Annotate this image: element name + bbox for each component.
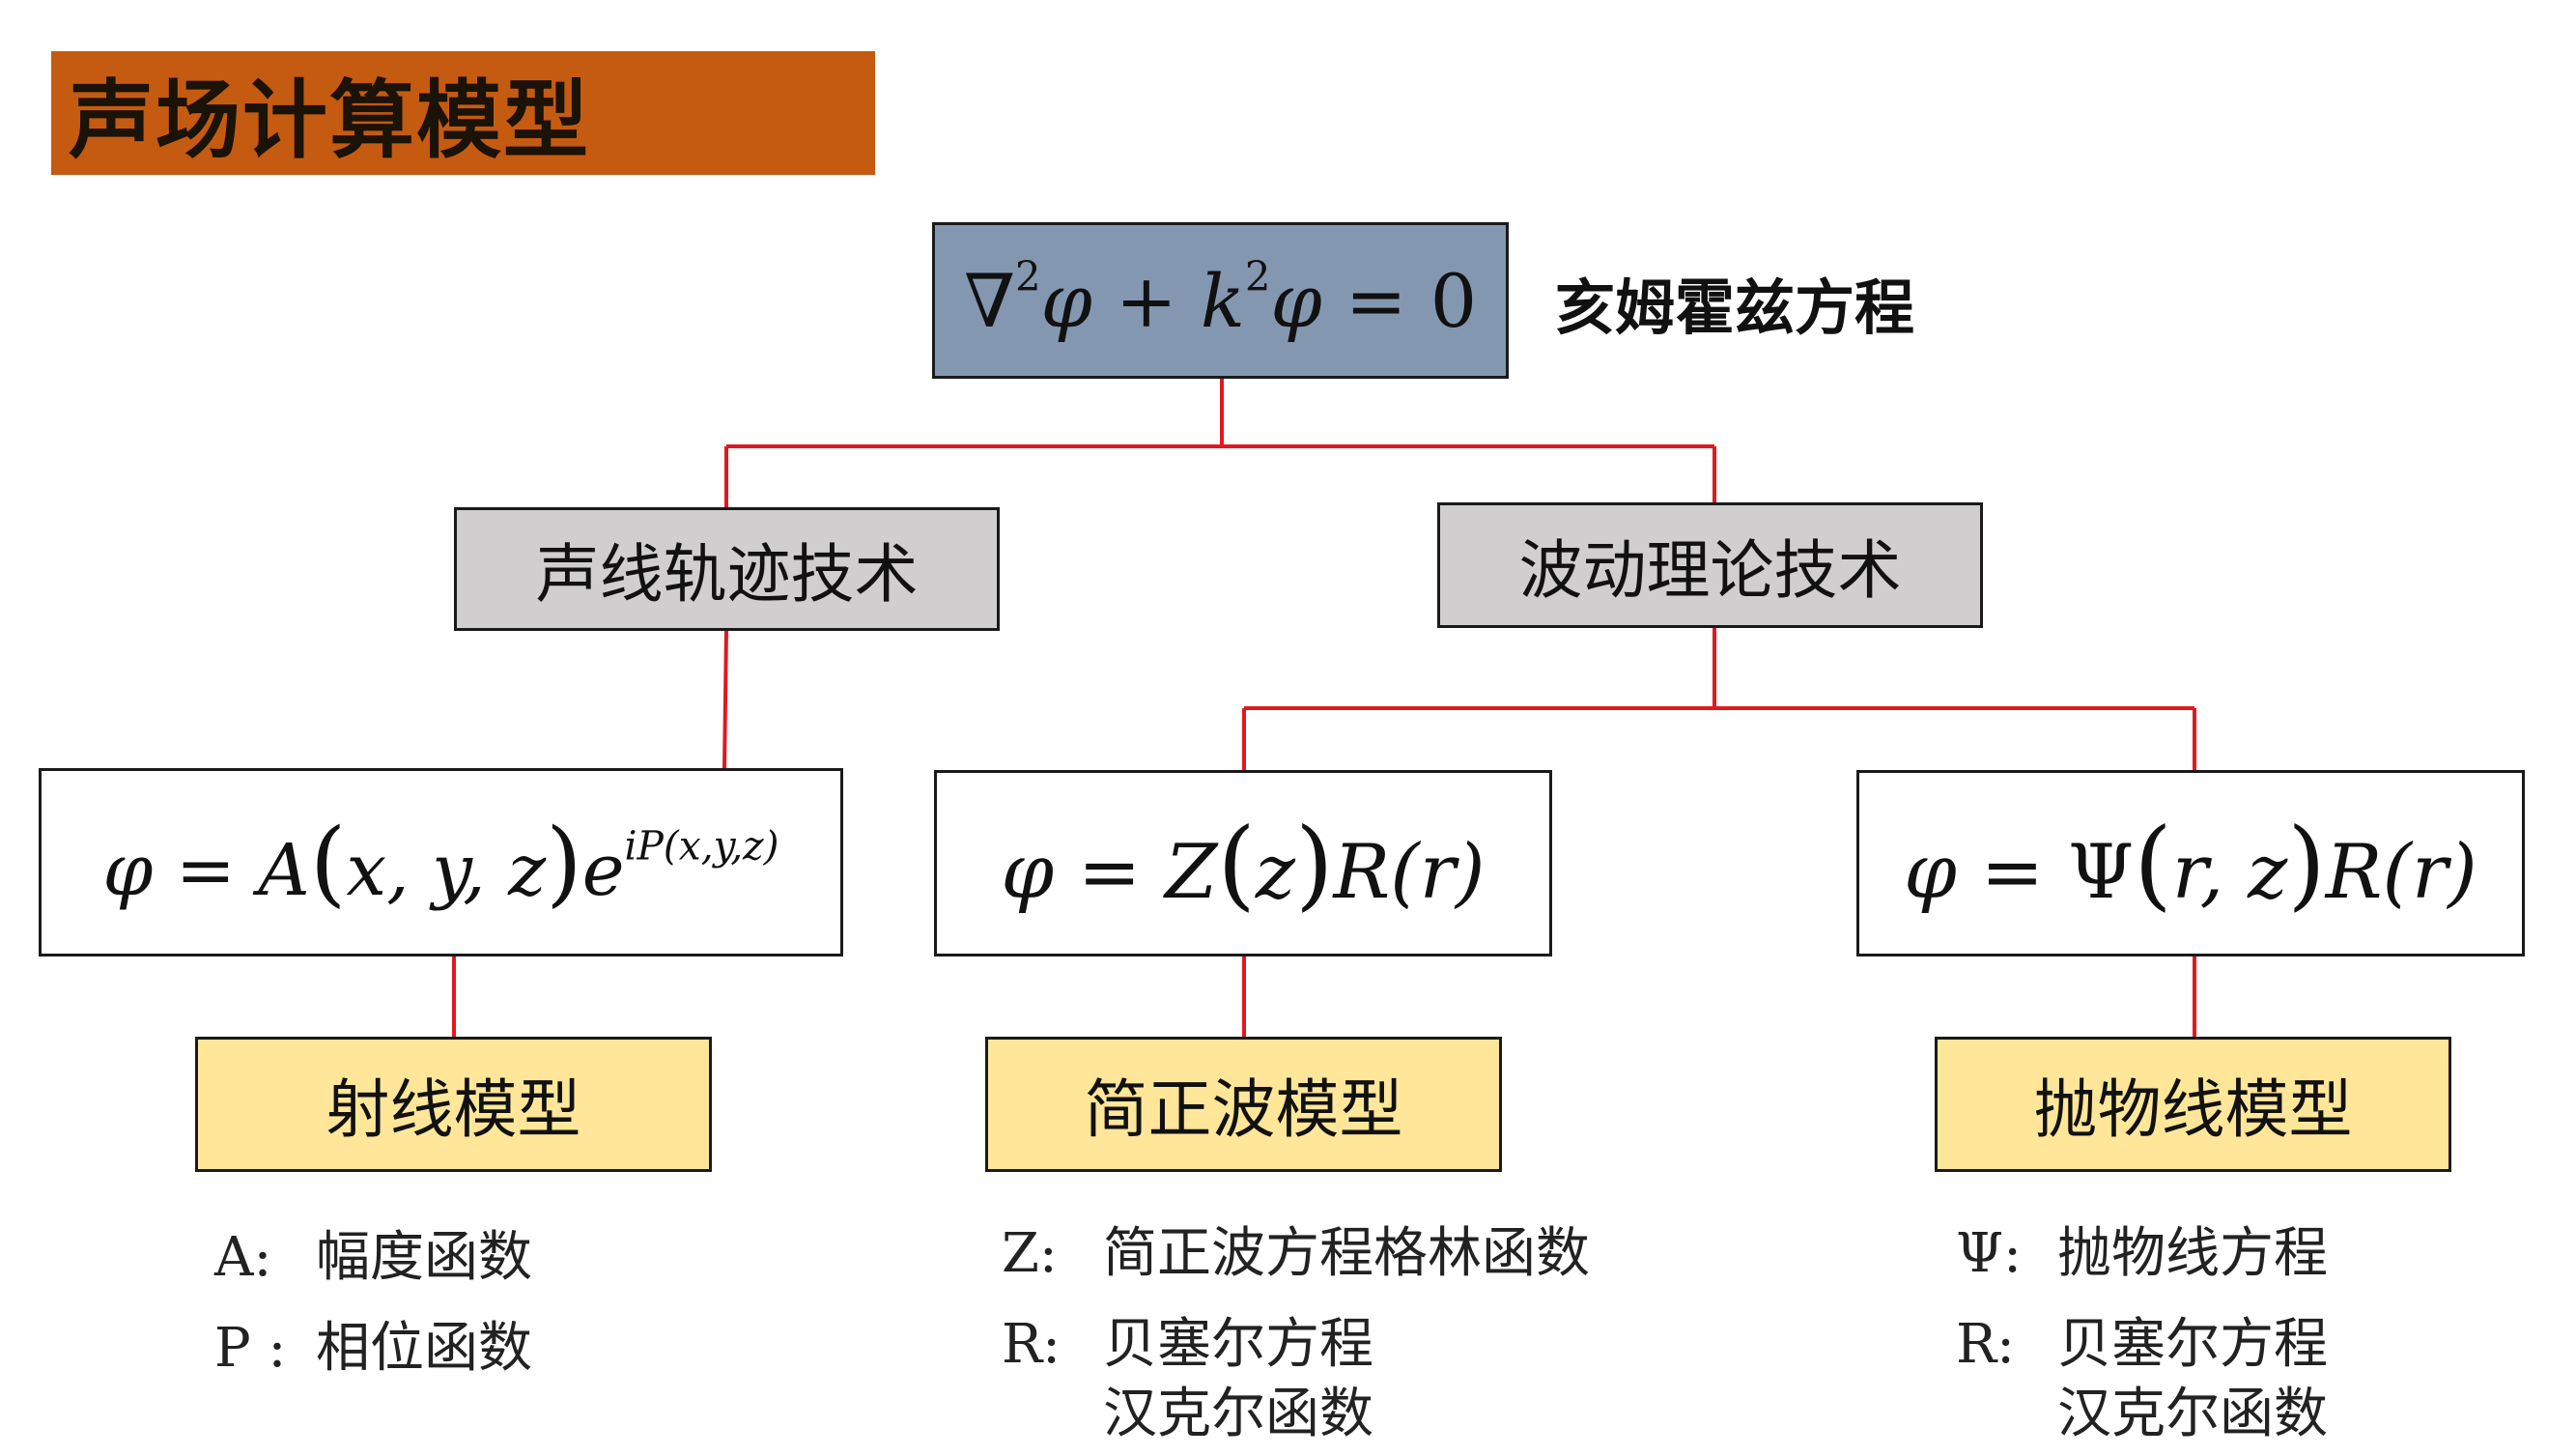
legend-row-hankel: 汉克尔函数: [1103, 1383, 1373, 1445]
normal-mode-legend: Z:简正波方程格林函数 R:贝塞尔方程 汉克尔函数: [1002, 1213, 1590, 1456]
legend-row-psi: Ψ:抛物线方程: [1956, 1222, 2328, 1285]
parabolic-formula: φ = Ψ(r, z)R(r): [1904, 806, 2477, 921]
ray-legend: A:幅度函数 P :相位函数: [214, 1213, 532, 1394]
parabolic-formula-box: φ = Ψ(r, z)R(r): [1856, 770, 2525, 956]
normal-mode-model-label: 简正波模型: [1084, 1072, 1403, 1147]
parabolic-legend: Ψ:抛物线方程 R:贝塞尔方程 汉克尔函数: [1956, 1213, 2328, 1456]
helmholtz-equation: ∇2φ + k2φ = 0: [963, 251, 1478, 344]
wave-technique-box: 波动理论技术: [1437, 502, 1983, 628]
legend-row-r: R:贝塞尔方程: [1956, 1313, 2328, 1376]
parabolic-model-label: 抛物线模型: [2033, 1072, 2353, 1147]
helmholtz-equation-box: ∇2φ + k2φ = 0: [932, 222, 1509, 379]
ray-formula-box: φ = A(x, y, z)eiP(x,y,z): [39, 768, 843, 956]
parabolic-model-box: 抛物线模型: [1935, 1037, 2451, 1172]
ray-model-box: 射线模型: [195, 1037, 712, 1172]
legend-row-a: A:幅度函数: [214, 1226, 532, 1289]
connector-ray-tech-formula: [722, 629, 728, 769]
ray-technique-label: 声线轨迹技术: [535, 537, 919, 612]
ray-model-label: 射线模型: [326, 1072, 581, 1147]
normal-mode-formula: φ = Z(z)R(r): [1001, 806, 1486, 921]
legend-row-hankel: 汉克尔函数: [2057, 1383, 2328, 1445]
legend-row-z: Z:简正波方程格林函数: [1002, 1222, 1590, 1285]
ray-formula: φ = A(x, y, z)eiP(x,y,z): [102, 808, 779, 917]
title-bar: 声场计算模型: [51, 51, 875, 175]
page-title: 声场计算模型: [69, 70, 591, 170]
normal-mode-formula-box: φ = Z(z)R(r): [934, 770, 1552, 956]
helmholtz-label: 亥姆霍兹方程: [1555, 272, 1915, 343]
ray-technique-box: 声线轨迹技术: [454, 507, 1000, 631]
legend-row-r: R:贝塞尔方程: [1002, 1313, 1373, 1376]
normal-mode-model-box: 简正波模型: [985, 1037, 1502, 1172]
legend-row-p: P :相位函数: [214, 1317, 532, 1380]
wave-technique-label: 波动理论技术: [1518, 533, 1902, 608]
